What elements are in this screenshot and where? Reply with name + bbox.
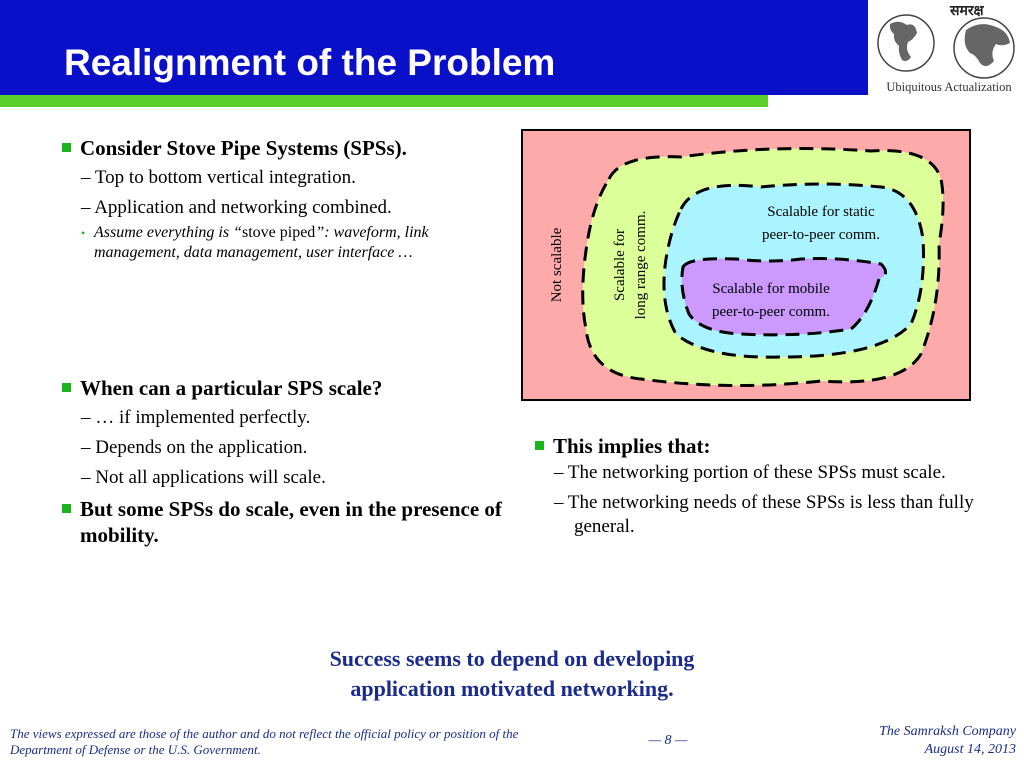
title-bar: Realignment of the Problem bbox=[0, 0, 868, 95]
bullet-marker bbox=[62, 504, 71, 513]
bullet-marker bbox=[62, 143, 71, 152]
scalability-diagram: Not scalable Scalable for long range com… bbox=[521, 129, 971, 401]
bullet-text: This implies that: bbox=[553, 434, 711, 458]
sub-bullet-depends: – Depends on the application. bbox=[81, 437, 308, 458]
conclusion-line-2: application motivated networking. bbox=[350, 676, 674, 701]
right-bullets: This implies that: – The networking port… bbox=[535, 433, 975, 539]
detail-marker: • bbox=[81, 226, 86, 240]
label-static-2: peer-to-peer comm. bbox=[762, 227, 880, 243]
bullet-marker bbox=[62, 383, 71, 392]
bullet-text: When can a particular SPS scale? bbox=[80, 376, 383, 400]
globe-icon-east bbox=[953, 17, 1015, 79]
region-mobile-p2p bbox=[680, 257, 887, 337]
sub-bullet-less-general: – The networking needs of these SPSs is … bbox=[554, 492, 974, 537]
detail-text-3: ”: waveform, link management, data manag… bbox=[94, 224, 429, 261]
detail-stove-piped: • Assume everything is “stove piped”: wav… bbox=[62, 223, 502, 263]
sub-bullet-must-scale: – The networking portion of these SPSs m… bbox=[554, 462, 946, 483]
presentation-date: August 14, 2013 bbox=[924, 742, 1016, 757]
bullet-marker bbox=[535, 441, 544, 450]
footer-company: The Samraksh Company August 14, 2013 bbox=[780, 723, 1016, 759]
company-name: The Samraksh Company bbox=[879, 724, 1016, 739]
label-static-1: Scalable for static bbox=[767, 204, 875, 220]
bullet-sps-scale: When can a particular SPS scale? bbox=[62, 375, 502, 401]
bullet-stove-pipe: Consider Stove Pipe Systems (SPSs). bbox=[62, 135, 502, 161]
conclusion-text: Success seems to depend on developing ap… bbox=[232, 644, 792, 704]
sub-bullet-vertical: – Top to bottom vertical integration. bbox=[81, 167, 356, 188]
left-bullets-bottom: When can a particular SPS scale? – … if … bbox=[62, 375, 502, 548]
bullet-some-scale: But some SPSs do scale, even in the pres… bbox=[62, 496, 502, 548]
detail-text-1: Assume everything is “ bbox=[94, 224, 242, 241]
label-mobile-2: peer-to-peer comm. bbox=[712, 304, 830, 320]
logo-tagline: Ubiquitous Actualization bbox=[886, 80, 1012, 94]
sub-bullet-combined: – Application and networking combined. bbox=[81, 197, 392, 218]
footer-disclaimer: The views expressed are those of the aut… bbox=[10, 726, 519, 757]
bullet-text: Consider Stove Pipe Systems (SPSs). bbox=[80, 136, 407, 160]
conclusion-line-1: Success seems to depend on developing bbox=[329, 646, 695, 671]
label-not-scalable: Not scalable bbox=[549, 227, 565, 302]
slide-title: Realignment of the Problem bbox=[64, 42, 556, 83]
green-accent-bar bbox=[0, 95, 768, 107]
globe-icon-west bbox=[877, 14, 935, 72]
logo-wordmark: समरक्ष bbox=[950, 3, 984, 19]
bullet-text: But some SPSs do scale, even in the pres… bbox=[80, 497, 502, 547]
bullet-implies: This implies that: bbox=[535, 433, 975, 459]
label-mobile-1: Scalable for mobile bbox=[712, 281, 830, 297]
page-number: — 8 — bbox=[648, 733, 688, 748]
detail-text-2: stove piped bbox=[241, 224, 316, 241]
left-bullets-top: Consider Stove Pipe Systems (SPSs). – To… bbox=[62, 135, 502, 263]
label-long-range-1: Scalable for bbox=[612, 229, 628, 301]
samraksh-logo bbox=[877, 14, 1015, 79]
sub-bullet-perfect: – … if implemented perfectly. bbox=[81, 407, 311, 428]
label-long-range-2: long range comm. bbox=[633, 211, 649, 320]
sub-bullet-not-all: – Not all applications will scale. bbox=[81, 467, 326, 488]
